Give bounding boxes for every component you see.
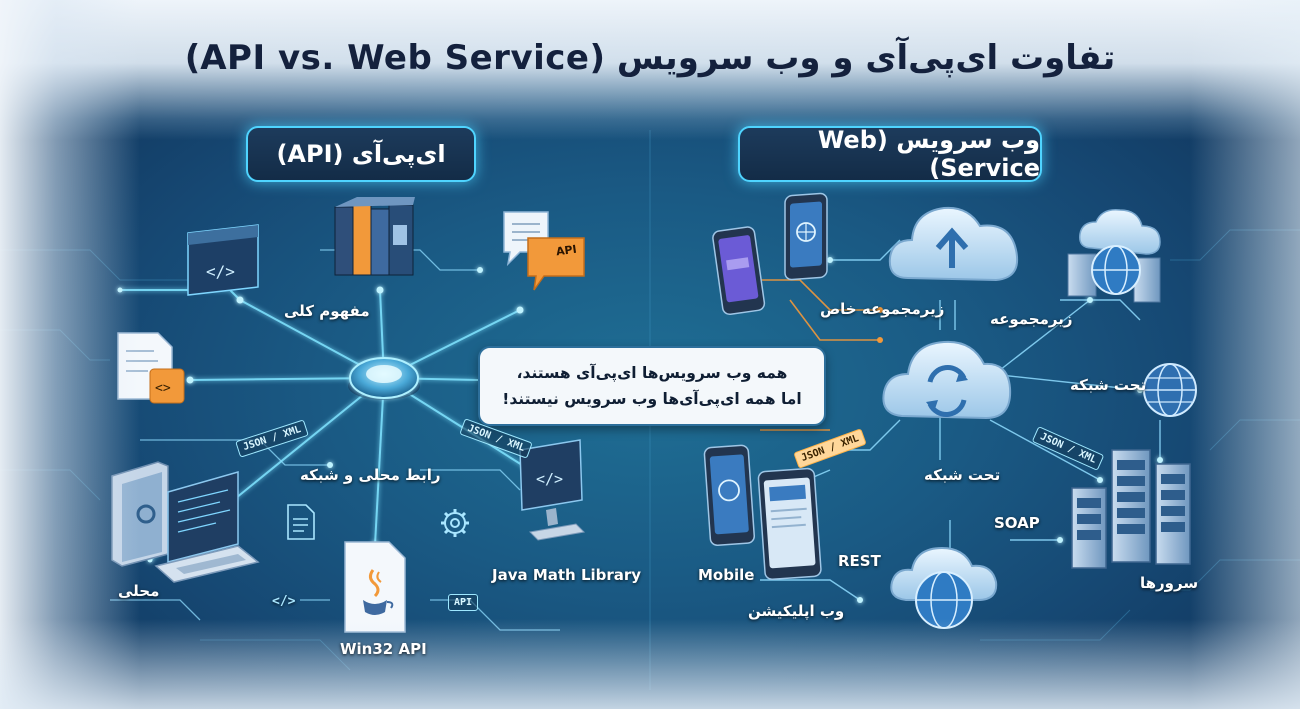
globe-cloud-icon [890,546,998,629]
page-title: تفاوت ای‌پی‌آی و وب سرویس (API vs. Web S… [184,38,1116,78]
right-fade [1190,0,1300,709]
chat-bubbles-icon [503,211,585,291]
globe-icon [1143,363,1197,417]
upload-cloud-icon [888,206,1018,282]
gear-icon [441,509,469,537]
left-fade [0,0,140,709]
tablet-icon [757,467,822,581]
label-web-application: وب اپلیکیشن [748,602,845,620]
api-header: ای‌پی‌آی (API) [246,126,476,182]
svg-text:</>: </> [536,470,563,488]
label-mobile: Mobile [698,566,755,584]
label-local: محلی [118,582,160,600]
svg-text:<>: <> [155,381,171,396]
code-window-icon: </> [187,224,259,296]
java-document-icon [344,541,406,633]
globe-server-icon [1067,209,1161,303]
label-local-network-interface: رابط محلی و شبکه [300,466,441,484]
hub-icon [348,357,420,400]
web-service-header: وب سرویس (Web Service) [738,126,1042,182]
center-note-line1: همه وب سرویس‌ها ای‌پی‌آی هستند، [516,364,788,382]
label-general-concept: مفهوم کلی [284,302,370,320]
server-racks-icon [1071,449,1191,569]
label-win32-api: Win32 API [340,640,427,658]
label-rest: REST [838,552,881,570]
label-special-subset: زیرمجموعه خاص [820,300,945,318]
label-java-math-library: Java Math Library [492,566,642,584]
books-icon [334,197,415,276]
top-fade [0,0,1300,140]
label-servers: سرورها [1140,574,1199,592]
label-under-network-top: تحت شبکه [1070,376,1147,394]
center-note-line2: اما همه ای‌پی‌آی‌ها وب سرویس نیستند! [502,390,802,408]
center-note: همه وب سرویس‌ها ای‌پی‌آی هستند، اما همه … [478,346,826,426]
label-soap: SOAP [994,514,1040,532]
mobile-phone-icon [703,444,756,547]
label-subset: زیرمجموعه [990,310,1073,328]
code-tag-icon: </> [272,594,296,609]
phone-top-icon [784,192,828,281]
small-document-icon [287,504,315,540]
api-badge: API [448,594,479,611]
svg-text:</>: </> [206,262,235,281]
phone-left-icon [712,226,766,316]
sync-cloud-icon [882,340,1012,420]
label-under-network-center: تحت شبکه [924,466,1001,484]
monitor-code-icon: </> [519,439,586,541]
bottom-fade [0,619,1300,709]
